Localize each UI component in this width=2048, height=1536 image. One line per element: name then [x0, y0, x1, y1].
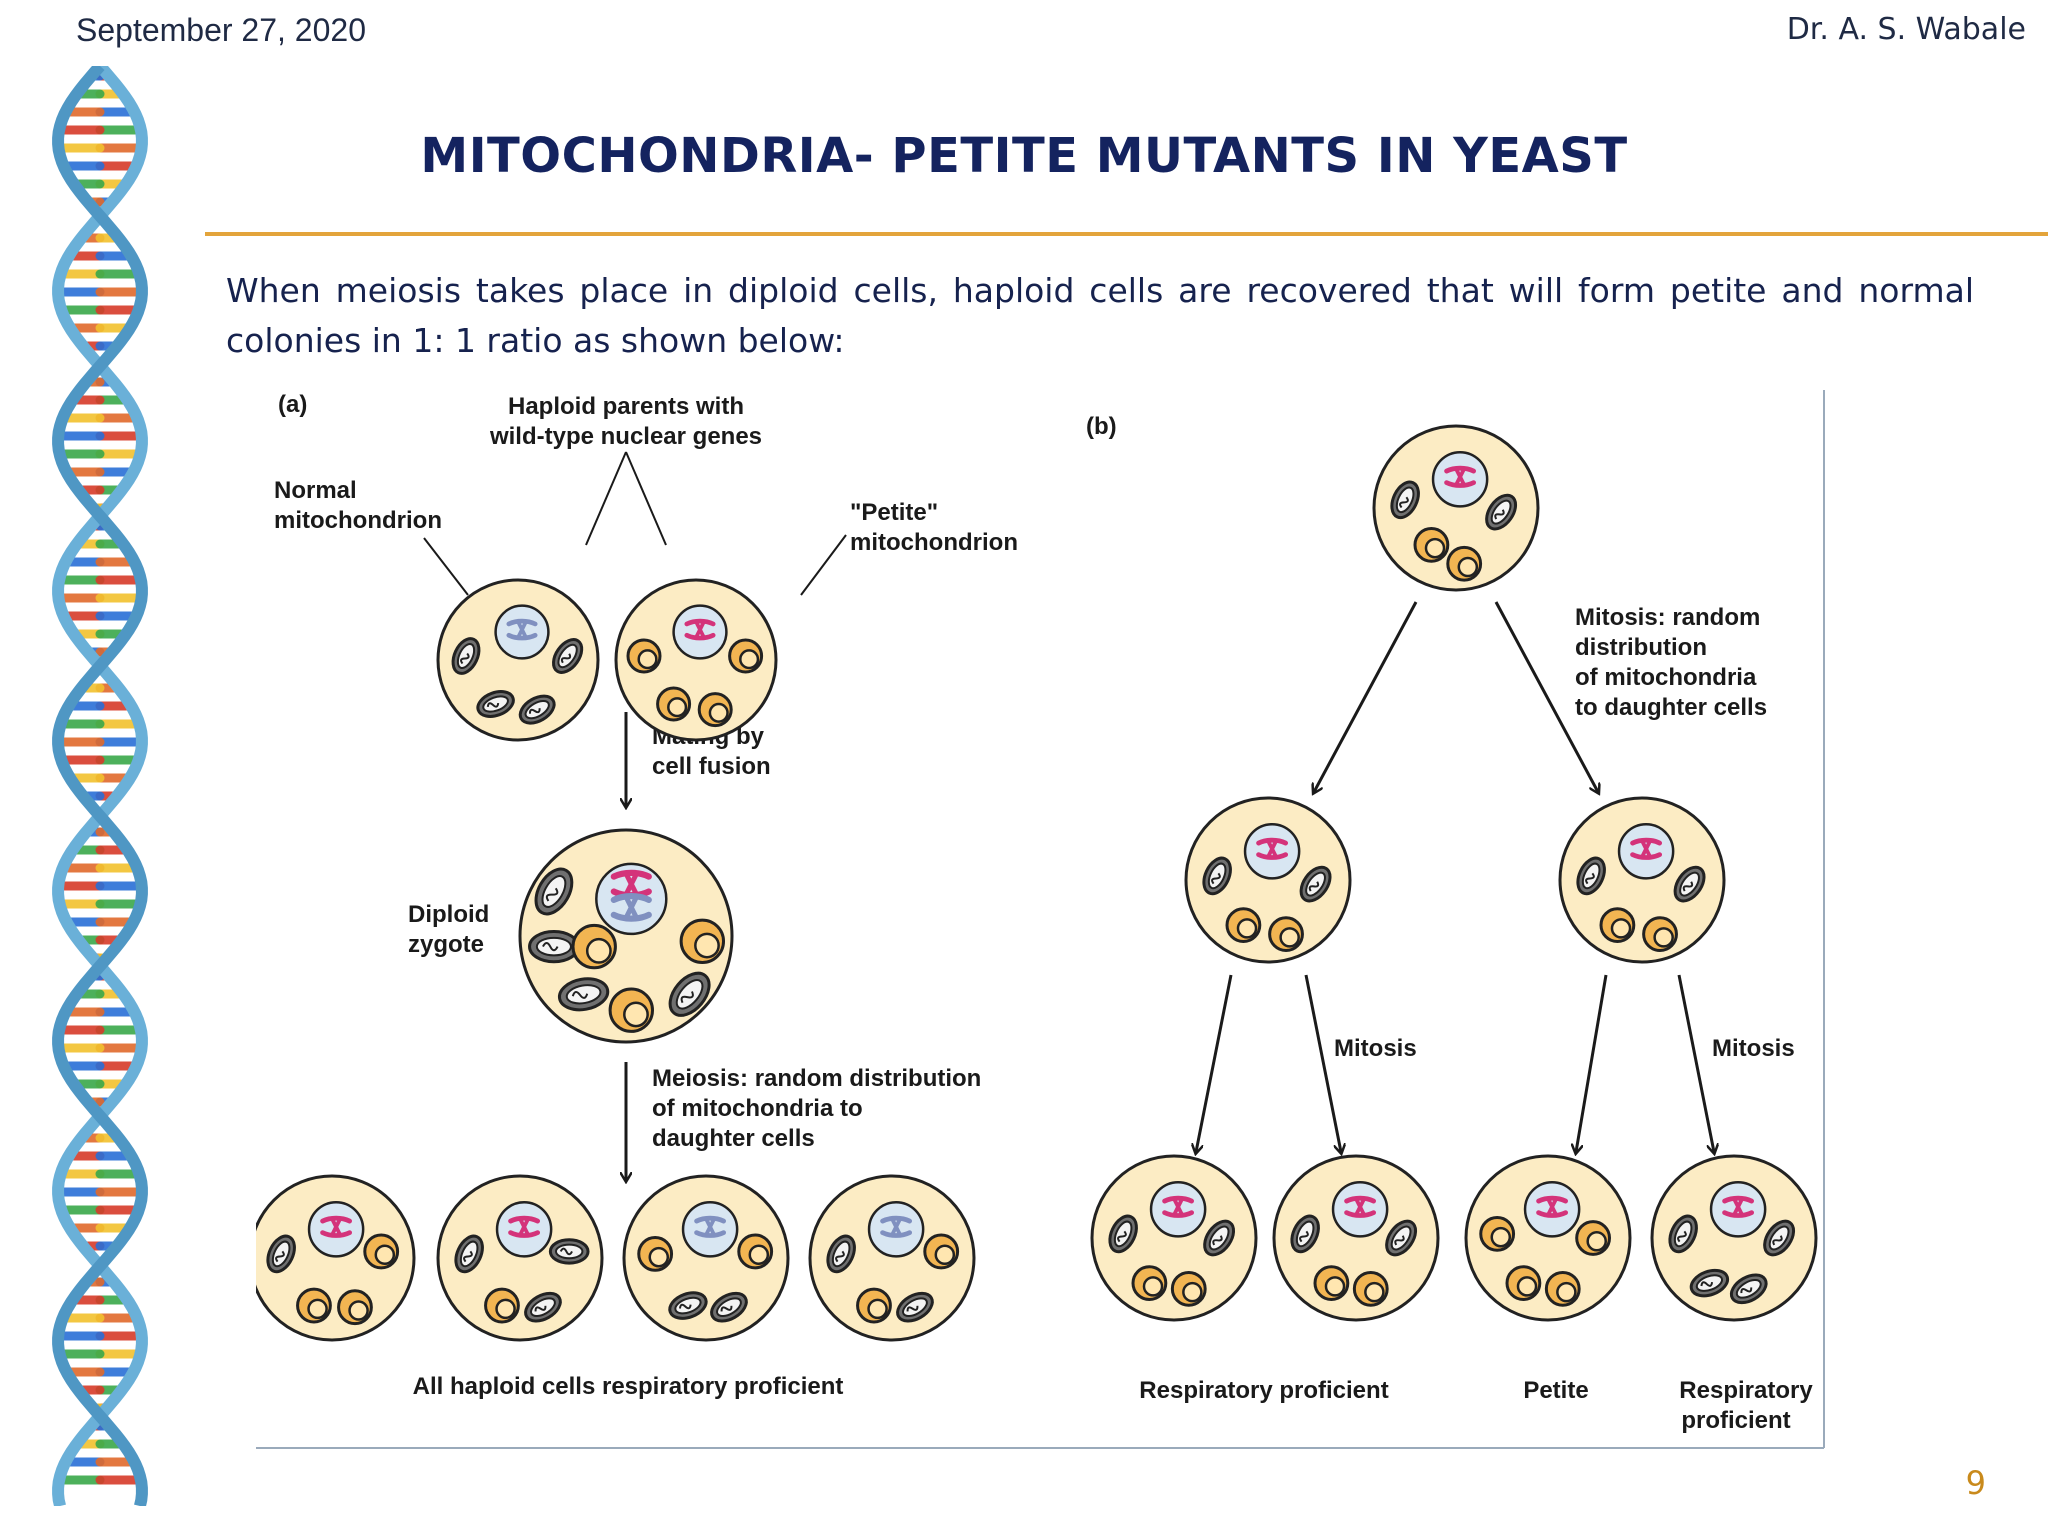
title-divider — [205, 232, 2048, 236]
all-haploid-label: All haploid cells respiratory proficient — [413, 1373, 844, 1400]
author-header: Dr. A. S. Wabale — [1786, 12, 2026, 47]
mitosis-random-label-4: to daughter cells — [1575, 694, 1767, 721]
resp-proficient-label-2b: proficient — [1681, 1407, 1790, 1434]
granddaughter-cell-4 — [1650, 1154, 1818, 1322]
meiosis-label-1: Meiosis: random distribution — [652, 1065, 981, 1092]
petite-mutant-diagram: (a) Haploid parents with wild-type nucle… — [256, 390, 1826, 1450]
mitosis-arrow-ll — [1196, 974, 1233, 1152]
mitosis-arrow-left — [1314, 601, 1418, 792]
dna-helix-illustration — [52, 66, 148, 1506]
normal-mito-label-2: mitochondrion — [274, 507, 442, 534]
mitosis-label-left: Mitosis — [1334, 1035, 1417, 1062]
petite-mito-label-1: "Petite" — [850, 499, 938, 526]
haploid-cell-4 — [808, 1174, 976, 1342]
petite-label: Petite — [1523, 1377, 1588, 1404]
petite-mito-leader — [800, 534, 847, 596]
daughter-cell-right — [1558, 796, 1726, 964]
page-number: 9 — [1965, 1464, 1986, 1502]
diploid-label-1: Diploid — [408, 901, 489, 928]
haploid-cell-2 — [436, 1174, 604, 1342]
body-paragraph: When meiosis takes place in diploid cell… — [226, 271, 1974, 360]
panel-a-label: (a) — [278, 391, 307, 418]
resp-proficient-label: Respiratory proficient — [1139, 1377, 1388, 1404]
diploid-zygote-cell — [518, 828, 734, 1044]
slide-title: MITOCHONDRIA- PETITE MUTANTS IN YEAST — [420, 128, 1628, 184]
mitosis-arrow-rr — [1677, 974, 1714, 1152]
normal-mito-leader — [423, 537, 469, 596]
haploid-parents-label-2: wild-type nuclear genes — [489, 423, 762, 450]
haploid-cell-3 — [622, 1174, 790, 1342]
meiosis-label-3: daughter cells — [652, 1125, 815, 1152]
mitosis-random-label-1: Mitosis: random — [1575, 604, 1760, 631]
mitosis-arrow-rl — [1576, 974, 1608, 1152]
mitosis-arrow-right — [1494, 601, 1598, 792]
mitosis-label-right: Mitosis — [1712, 1035, 1795, 1062]
granddaughter-cell-3 — [1464, 1154, 1632, 1322]
parent-leader-right — [625, 451, 667, 546]
date-header: September 27, 2020 — [76, 12, 366, 48]
diploid-label-2: zygote — [408, 931, 484, 958]
haploid-cell-1 — [256, 1174, 416, 1342]
granddaughter-cell-2 — [1272, 1154, 1440, 1322]
mating-label-2: cell fusion — [652, 753, 771, 780]
parent-leader-left — [585, 451, 627, 546]
petite-mito-label-2: mitochondrion — [850, 529, 1018, 556]
normal-mito-label-1: Normal — [274, 477, 357, 504]
parent-cell-b — [1372, 424, 1540, 592]
granddaughter-cell-1 — [1090, 1154, 1258, 1322]
mitosis-random-label-3: of mitochondria — [1575, 664, 1757, 691]
normal-parent-cell — [436, 578, 600, 742]
mitosis-random-label-2: distribution — [1575, 634, 1707, 661]
panel-b-label: (b) — [1086, 413, 1117, 440]
petite-parent-cell — [614, 578, 778, 742]
meiosis-label-2: of mitochondria to — [652, 1095, 863, 1122]
haploid-parents-label-1: Haploid parents with — [508, 393, 744, 420]
mitosis-arrow-lr — [1304, 974, 1341, 1152]
daughter-cell-left — [1184, 796, 1352, 964]
resp-proficient-label-2a: Respiratory — [1679, 1377, 1813, 1404]
